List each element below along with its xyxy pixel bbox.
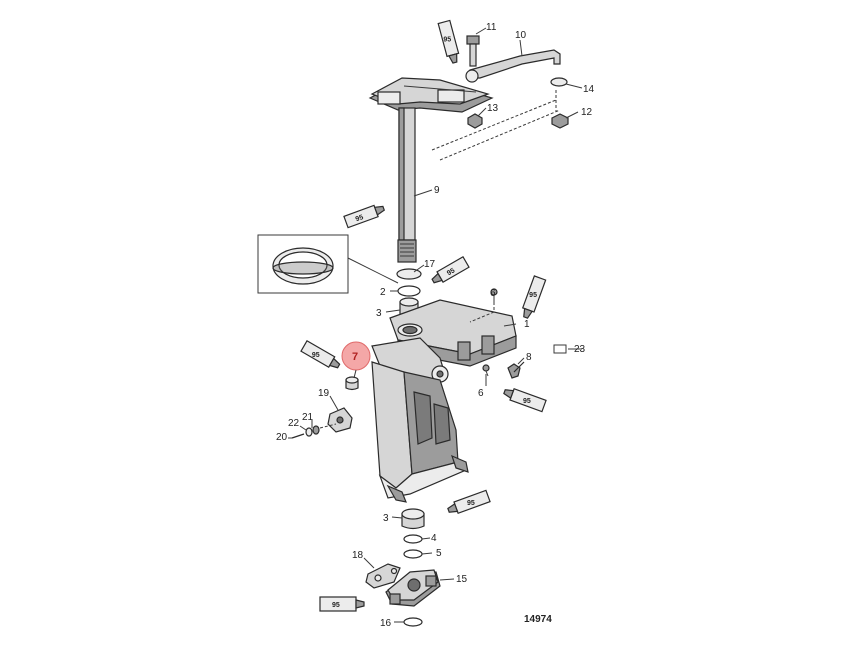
- svg-text:95: 95: [446, 267, 456, 277]
- callout-10: 10: [515, 30, 527, 41]
- svg-text:95: 95: [529, 292, 537, 299]
- highlighted-callout[interactable]: 7: [341, 341, 371, 379]
- callout-6: 6: [478, 388, 484, 399]
- tilt-lock-cover: [327, 407, 353, 433]
- steering-link-rod: [465, 49, 561, 83]
- pivot-bushing: [345, 376, 359, 391]
- svg-text:95: 95: [443, 36, 451, 43]
- callout-20: 20: [276, 432, 288, 443]
- callout-13: 13: [487, 103, 499, 114]
- callout-9: 9: [434, 185, 440, 196]
- lubricant-tube: 95: [431, 255, 470, 284]
- callout-2: 2: [380, 287, 386, 298]
- retainer-plate: [365, 563, 401, 589]
- pivot-bolt: [507, 361, 525, 379]
- figure-number: 14974: [524, 614, 552, 625]
- lubricant-tube: 95: [503, 387, 547, 413]
- reference-box: [553, 344, 567, 354]
- callout-4: 4: [431, 533, 437, 544]
- callout-18: 18: [352, 550, 364, 561]
- callout-23: 23: [574, 344, 586, 355]
- svg-text:7: 7: [352, 351, 358, 363]
- callout-3: 3: [383, 513, 389, 524]
- steering-shaft: [397, 107, 417, 263]
- callout-21: 21: [302, 412, 314, 423]
- callout-8: 8: [526, 352, 532, 363]
- callout-3: 3: [376, 308, 382, 319]
- callout-labels: 1 2 3 3 4 5 6 6 8 9 10 11 12 13 14 15 16…: [276, 22, 595, 629]
- lubricant-tube: 95: [343, 204, 385, 229]
- svg-text:95: 95: [312, 352, 320, 359]
- lubricant-tube: 95: [300, 339, 341, 369]
- svg-text:95: 95: [523, 398, 531, 405]
- link-bolt: [466, 35, 480, 67]
- lower-bushing: [401, 508, 425, 530]
- link-nut: [551, 113, 569, 129]
- callout-5: 5: [436, 548, 442, 559]
- swivel-bracket: [371, 299, 517, 503]
- upper-o-ring: [397, 285, 421, 297]
- svg-text:95: 95: [355, 214, 365, 223]
- svg-text:95: 95: [332, 602, 340, 609]
- callout-17: 17: [424, 259, 436, 270]
- seal-detail-inset: [257, 234, 399, 294]
- lubricant-tube: 95: [521, 275, 547, 319]
- callout-6: 6: [490, 288, 496, 299]
- callout-16: 16: [380, 618, 392, 629]
- svg-text:95: 95: [467, 500, 475, 507]
- cover-fasteners: [291, 423, 337, 439]
- callout-11: 11: [486, 22, 497, 33]
- lubricant-tube: 95: [319, 596, 365, 612]
- lubricant-tube: 95: [447, 489, 491, 515]
- lower-yoke: [385, 569, 441, 607]
- bottom-o-ring: [403, 617, 423, 627]
- callout-12: 12: [581, 107, 593, 118]
- lubricant-tube: 95: [437, 19, 460, 64]
- callout-15: 15: [456, 574, 468, 585]
- link-washer: [550, 77, 568, 87]
- callout-22: 22: [288, 418, 300, 429]
- shaft-seal: [396, 268, 422, 280]
- grease-fitting-lower: [482, 364, 490, 377]
- arm-nut: [467, 113, 483, 129]
- lower-o-ring: [403, 534, 423, 544]
- grease-fitting-upper: [469, 288, 498, 323]
- callout-1: 1: [524, 319, 530, 330]
- callout-14: 14: [583, 84, 595, 95]
- leader-lines: [288, 27, 583, 623]
- callout-19: 19: [318, 388, 330, 399]
- steering-arm-assembly: [368, 77, 494, 113]
- yoke-o-ring: [403, 549, 423, 559]
